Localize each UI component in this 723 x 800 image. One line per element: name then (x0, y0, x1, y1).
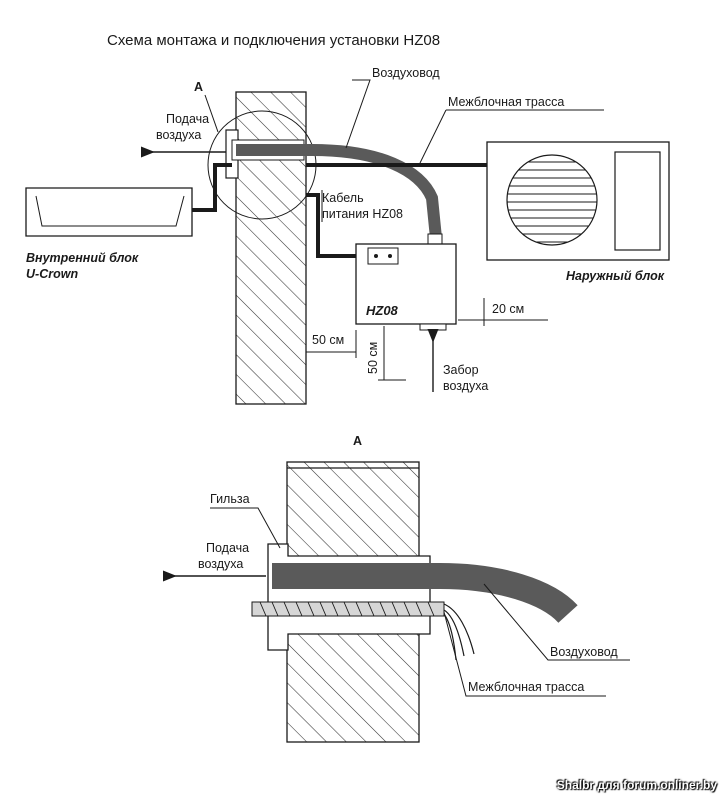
dim-bottom-label: 50 см (366, 342, 380, 374)
diagram-title: Схема монтажа и подключения установки HZ… (107, 32, 440, 49)
interunit-line-top (190, 163, 490, 212)
sleeve-label: Гильза (210, 492, 250, 506)
air-intake-label: Забор (443, 363, 479, 377)
wall-top (235, 91, 307, 405)
watermark: Shalbr для forum.onliner.by (556, 778, 717, 792)
air-duct-label-detail: Воздуховод (550, 645, 618, 659)
air-supply-label-top-2: воздуха (156, 128, 201, 142)
air-duct-detail (272, 563, 578, 624)
dim-side-label: 20 см (492, 302, 524, 316)
air-intake-label-2: воздуха (443, 379, 488, 393)
air-duct-label-top: Воздуховод (372, 66, 440, 80)
air-supply-label-detail: Подача (206, 541, 249, 555)
indoor-unit (25, 187, 193, 237)
interunit-label-detail: Межблочная трасса (468, 680, 584, 694)
section-letter-detail: A (353, 434, 362, 448)
power-cable-top (306, 193, 358, 258)
indoor-unit-label-2: U-Crown (26, 267, 78, 281)
dim-bottom (378, 326, 406, 381)
dim-back-label: 50 см (312, 333, 344, 347)
outdoor-unit-label: Наружный блок (566, 269, 665, 283)
air-supply-label-detail-2: воздуха (198, 557, 243, 571)
section-letter-top: A (194, 80, 203, 94)
interunit-bundle-detail (251, 601, 475, 661)
indoor-unit-label: Внутренний блок (26, 251, 139, 265)
dim-back (306, 330, 357, 358)
hz08-unit-label: HZ08 (366, 303, 399, 318)
cable-label-2: питания HZ08 (322, 207, 403, 221)
sleeve-detail (267, 543, 431, 651)
hz08-unit (355, 243, 457, 331)
dim-side (458, 298, 548, 326)
outdoor-unit (486, 141, 670, 261)
interunit-label-top: Межблочная трасса (448, 95, 564, 109)
cable-label: Кабель (322, 191, 364, 205)
air-supply-label-top: Подача (166, 112, 209, 126)
